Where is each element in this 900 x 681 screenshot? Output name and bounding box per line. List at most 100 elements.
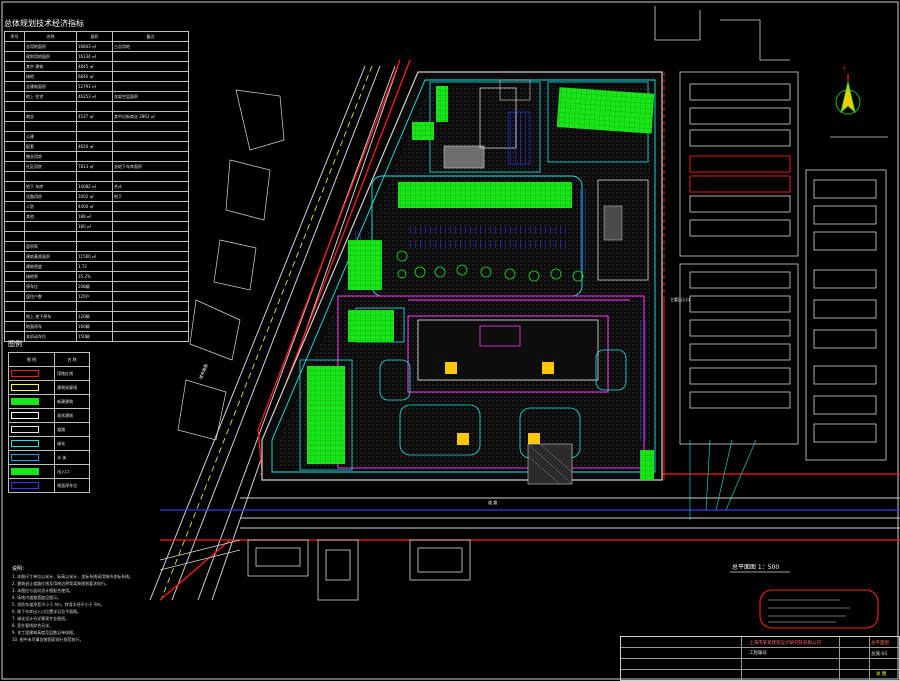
title-block: 上海市某某建筑设计研究院有限公司 工程编号 总平面图 总施-01 总 图 — [620, 636, 900, 681]
index-table-cell: 占总用地 — [112, 41, 189, 52]
index-table-cell: 地下 车库 — [24, 181, 77, 192]
legend-name: 现状建筑 — [54, 408, 90, 423]
index-table-cell: 物业用房 — [24, 151, 77, 162]
site-inner-road — [271, 79, 656, 473]
index-table-cell: 11500 ㎡ — [76, 251, 113, 262]
index-table-cell — [24, 101, 77, 112]
index-table-cell — [112, 231, 189, 242]
index-table-cell — [4, 91, 25, 102]
new-building-west — [348, 240, 382, 290]
legend-swatch-cell — [7, 436, 56, 451]
index-table-cell — [76, 231, 113, 242]
legend-swatch — [11, 453, 39, 461]
index-table-cell: 居住户数 — [24, 291, 77, 302]
index-table-cell — [4, 191, 25, 202]
index-table-cell — [4, 241, 25, 252]
index-table-cell — [24, 221, 77, 232]
legend-swatch-cell — [7, 450, 56, 465]
dimension-leaders — [689, 439, 757, 520]
index-table-cell: 208辆 — [76, 281, 113, 292]
legend-name: 用地红线 — [54, 366, 90, 381]
index-table-cell — [4, 111, 25, 122]
legend-swatch — [11, 411, 39, 419]
index-table-cell — [4, 181, 25, 192]
legend-name: 绿化 — [54, 436, 90, 451]
index-table-cell: 配套 — [24, 141, 77, 152]
index-table-cell — [112, 331, 189, 342]
note-line: 5. 消防车道净宽不小于 4m，转弯半径不小于 9m。 — [12, 602, 105, 607]
note-line: 3. 本图应与竖向设计图配合使用。 — [12, 588, 74, 593]
index-table-cell: 含架空层面积 — [112, 91, 189, 102]
index-table-cell — [4, 131, 25, 142]
index-table-cell: 地上 地下停车 — [24, 311, 77, 322]
index-table-cell — [24, 121, 77, 132]
legend-swatch — [11, 439, 39, 447]
index-table-row: 公建 — [4, 131, 189, 142]
index-table-cell: 建筑基底面积 — [24, 251, 77, 262]
index-table-cell: 其中 建筑 — [24, 61, 77, 72]
index-table-cell — [4, 291, 25, 302]
index-table-cell — [76, 171, 113, 182]
index-table-cell: 总建筑面积 — [24, 81, 77, 92]
index-header-cell: 备注 — [112, 31, 189, 42]
drawing-number: 总施-01 — [871, 652, 888, 657]
legend-header-cell: 名 称 — [54, 352, 90, 367]
new-building-southwest — [307, 366, 345, 464]
revision-cloud — [759, 589, 879, 629]
new-building-southeast — [640, 450, 654, 480]
note-line: 4. 场地内道路宽度见图示。 — [12, 595, 62, 600]
index-table-cell — [112, 151, 189, 162]
index-table-cell — [112, 71, 189, 82]
index-table-cell: 地面停车 — [24, 321, 77, 332]
west-road — [149, 65, 399, 601]
legend-swatch — [11, 481, 39, 489]
yellow-core-2 — [542, 362, 554, 374]
existing-building-1 — [412, 122, 434, 140]
index-table-cell — [76, 241, 113, 252]
index-table-cell: 规划用地面积 — [24, 51, 77, 62]
index-table-cell — [4, 121, 25, 132]
index-table-cell: 社区用房 — [24, 161, 77, 172]
legend-swatch-cell — [7, 464, 56, 479]
index-table-cell: 容积率 — [24, 241, 77, 252]
index-table-cell — [4, 101, 25, 112]
grey-structure — [443, 145, 485, 169]
index-table-cell: 总用地面积 — [24, 41, 77, 52]
index-table-cell: 188 ㎡ — [76, 211, 113, 222]
index-table-row — [4, 301, 189, 312]
index-table-cell — [112, 81, 189, 92]
index-table-cell — [4, 71, 25, 82]
index-table-cell: 其中沿街商业 2863 ㎡ — [112, 111, 189, 122]
index-table-cell — [4, 211, 25, 222]
index-table-cell: 建筑密度 — [24, 261, 77, 272]
index-table-cell: 120辆 — [76, 311, 113, 322]
index-table-cell: 设备用房 — [24, 191, 77, 202]
index-table-cell — [4, 51, 25, 62]
index-table-cell — [76, 121, 113, 132]
legend-swatch-cell — [7, 366, 56, 381]
index-table-cell — [4, 261, 25, 272]
index-table-cell — [112, 271, 189, 282]
index-table-cell — [4, 41, 25, 52]
south-road — [240, 497, 900, 529]
index-table-cell — [4, 171, 25, 182]
index-table-cell: 14082 ㎡ — [76, 181, 113, 192]
revision-text-lines — [768, 599, 850, 623]
index-table-cell: 160辆 — [76, 321, 113, 332]
legend-swatch — [11, 383, 39, 391]
index-table-cell: 共计 — [112, 181, 189, 192]
north-arrow — [835, 74, 861, 115]
index-table-cell — [112, 141, 189, 152]
west-existing — [177, 89, 285, 441]
index-table-cell — [4, 231, 25, 242]
index-table-row: 180 ㎡ — [4, 221, 189, 232]
index-table-cell — [4, 321, 25, 332]
